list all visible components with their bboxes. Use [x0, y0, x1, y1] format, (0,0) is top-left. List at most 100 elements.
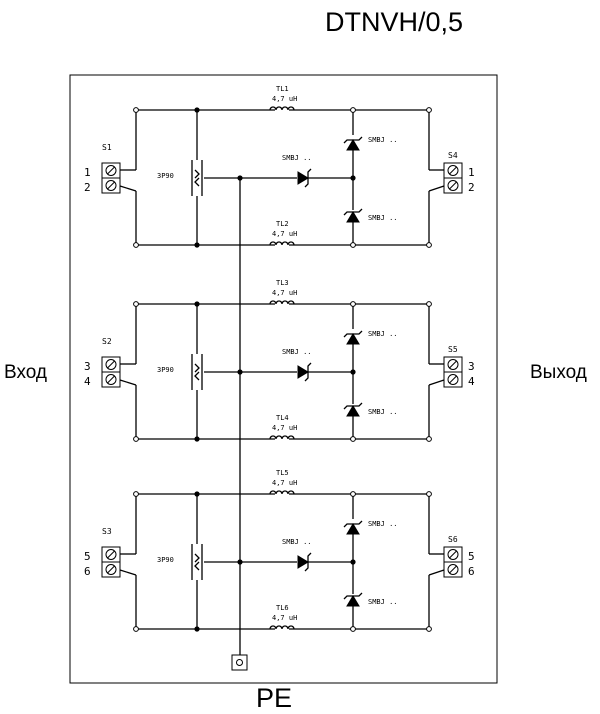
node-circle: [426, 301, 432, 307]
junction-dot: [194, 301, 200, 307]
arrester-label: 3P90: [157, 172, 174, 180]
output-connector-label: S5: [448, 345, 458, 354]
pe-label: PE: [256, 683, 292, 713]
tvs-label: SMBJ ..: [368, 598, 398, 606]
input-connector-label: S1: [102, 143, 112, 152]
tvs-label: SMBJ ..: [368, 408, 398, 416]
input-terminal-number: 4: [84, 375, 91, 388]
output-wire: [428, 185, 445, 192]
arrester-label: 3P90: [157, 556, 174, 564]
output-wire: [428, 379, 445, 386]
arrester-label: 3P90: [157, 366, 174, 374]
output-label: Выход: [530, 362, 587, 383]
node-circle: [133, 626, 139, 632]
input-wire: [119, 379, 137, 386]
inductor-label: TL4: [276, 414, 289, 422]
pe-terminal: [231, 654, 248, 671]
input-terminal-number: 2: [84, 181, 91, 194]
node-circle: [426, 626, 432, 632]
junction-dot: [194, 491, 200, 497]
node-circle: [426, 107, 432, 113]
inductor-label: TL5: [276, 469, 289, 477]
inductance-value: 4,7 uH: [272, 614, 297, 622]
screw-terminal-icon: [105, 359, 117, 370]
node-circle: [350, 626, 356, 632]
tvs-diode-icon: [346, 595, 360, 607]
tvs-diode-icon: [346, 211, 360, 223]
output-terminal-number: 6: [468, 565, 475, 578]
tvs-diode-icon: [297, 555, 309, 569]
inductance-value: 4,7 uH: [272, 230, 297, 238]
input-wire: [119, 569, 137, 576]
tvs-diode-icon: [346, 405, 360, 417]
output-terminal-number: 4: [468, 375, 475, 388]
tvs-label: SMBJ ..: [282, 538, 312, 546]
inductor-label: TL1: [276, 85, 289, 93]
output-connector-label: S4: [448, 151, 458, 160]
output-connector-label: S6: [448, 535, 458, 544]
tvs-label: SMBJ ..: [368, 136, 398, 144]
screw-terminal-icon: [105, 180, 117, 191]
output-wire: [428, 569, 445, 576]
screw-terminal-icon: [105, 549, 117, 560]
node-circle: [350, 301, 356, 307]
junction-dot: [194, 242, 200, 248]
input-wire: [119, 185, 137, 192]
output-terminal-number: 1: [468, 166, 475, 179]
inductor-label: TL2: [276, 220, 289, 228]
screw-terminal-icon: [105, 564, 117, 575]
junction-dot: [350, 175, 356, 181]
node-circle: [350, 242, 356, 248]
tvs-diode-icon: [297, 365, 309, 379]
junction-dot: [237, 175, 243, 181]
tvs-diode-icon: [297, 171, 309, 185]
junction-dot: [237, 559, 243, 565]
screw-terminal-icon: [447, 564, 459, 575]
node-circle: [426, 436, 432, 442]
screw-terminal-icon: [447, 549, 459, 560]
node-circle: [350, 107, 356, 113]
inductor-coil-icon: [269, 490, 295, 495]
input-label: Вход: [4, 362, 47, 383]
junction-dot: [237, 369, 243, 375]
node-circle: [426, 491, 432, 497]
junction-dot: [194, 436, 200, 442]
output-terminal-number: 2: [468, 181, 475, 194]
diagram-title: DTNVH/0,5: [325, 7, 463, 37]
tvs-label: SMBJ ..: [282, 154, 312, 162]
node-circle: [133, 491, 139, 497]
node-circle: [350, 436, 356, 442]
junction-dot: [350, 369, 356, 375]
input-terminal-number: 6: [84, 565, 91, 578]
node-circle: [133, 242, 139, 248]
output-terminal-number: 5: [468, 550, 475, 563]
screw-terminal-icon: [105, 374, 117, 385]
inductance-value: 4,7 uH: [272, 424, 297, 432]
input-terminal-number: 1: [84, 166, 91, 179]
input-connector-label: S3: [102, 527, 112, 536]
inductance-value: 4,7 uH: [272, 289, 297, 297]
inductance-value: 4,7 uH: [272, 479, 297, 487]
tvs-diode-icon: [346, 139, 360, 151]
junction-dot: [350, 559, 356, 565]
tvs-label: SMBJ ..: [368, 330, 398, 338]
tvs-label: SMBJ ..: [282, 348, 312, 356]
junction-dot: [194, 107, 200, 113]
junction-dot: [194, 626, 200, 632]
input-connector-label: S2: [102, 337, 112, 346]
input-terminal-number: 5: [84, 550, 91, 563]
inductor-coil-icon: [269, 241, 295, 246]
node-circle: [426, 242, 432, 248]
tvs-label: SMBJ ..: [368, 520, 398, 528]
node-circle: [133, 436, 139, 442]
output-terminal-number: 3: [468, 360, 475, 373]
enclosure-frame: [69, 74, 498, 684]
inductor-coil-icon: [269, 106, 295, 111]
screw-terminal-icon: [447, 165, 459, 176]
screw-terminal-icon: [447, 359, 459, 370]
node-circle: [350, 491, 356, 497]
node-circle: [133, 301, 139, 307]
